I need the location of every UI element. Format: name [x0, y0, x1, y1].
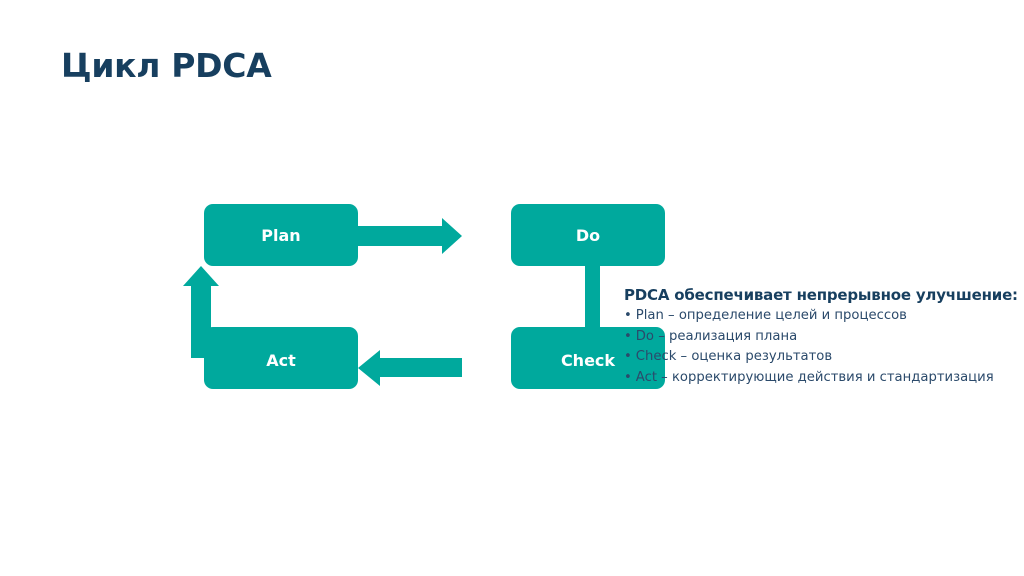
arrow-check-to-act — [358, 350, 462, 386]
box-act-label: Act — [266, 351, 296, 370]
box-act: Act — [204, 327, 358, 389]
bullet-icon: • — [624, 308, 632, 323]
list-item-text: Act – корректирующие действия и стандарт… — [635, 369, 994, 385]
box-plan: Plan — [204, 204, 358, 266]
list-item: •Check – оценка результатов — [624, 347, 1018, 368]
bullet-icon: • — [624, 328, 632, 344]
box-do: Do — [511, 204, 665, 266]
list-item: •Plan – определение целей и процессов — [624, 306, 1018, 327]
list-item: •Act – корректирующие действия и стандар… — [624, 368, 1018, 389]
note-heading: PDCA обеспечивает непрерывное улучшение: — [624, 286, 1018, 304]
connector-do-check — [585, 262, 600, 332]
bullet-icon: • — [624, 369, 632, 385]
bullet-icon: • — [624, 349, 632, 364]
box-plan-label: Plan — [261, 226, 300, 245]
list-item-text: Do – реализация плана — [635, 328, 798, 344]
slide-title: Цикл PDCA — [61, 46, 272, 85]
pdca-description: PDCA обеспечивает непрерывное улучшение:… — [624, 284, 1018, 388]
arrow-plan-to-do — [356, 218, 462, 254]
list-item: •Do – реализация плана — [624, 327, 1018, 348]
box-check: Check — [511, 327, 665, 389]
box-do-label: Do — [576, 226, 600, 245]
box-check-label: Check — [561, 351, 615, 370]
list-item-text: Check – оценка результатов — [635, 349, 833, 364]
list-item-text: Plan – определение целей и процессов — [635, 308, 907, 323]
note-list: •Plan – определение целей и процессов •D… — [624, 306, 1018, 388]
